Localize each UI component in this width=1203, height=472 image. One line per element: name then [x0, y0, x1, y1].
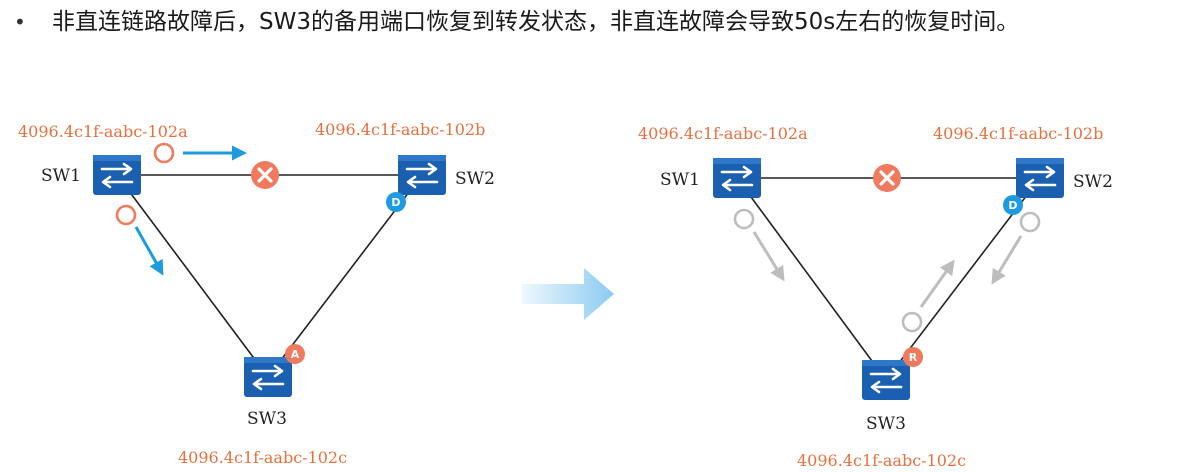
bpdu-arrow-icon	[752, 231, 785, 282]
sw1-address: 4096.4c1f-aabc-102a	[18, 122, 188, 141]
bpdu-circle-icon	[901, 311, 923, 333]
right-topology: D R 4096.4c1f-aabc-102a 4096.4c1f-aabc-1…	[638, 124, 1113, 470]
designated-port-icon	[1003, 195, 1023, 215]
port-label-sw3: R	[909, 351, 918, 364]
sw2-address: 4096.4c1f-aabc-102b	[933, 124, 1103, 143]
bpdu-circle-icon	[153, 142, 175, 164]
sw3-name: SW3	[866, 414, 906, 434]
designated-port-icon	[386, 192, 406, 212]
transition-arrow-icon	[522, 268, 614, 320]
bullet-text: 非直连链路故障后，SW3的备用端口恢复到转发状态，非直连故障会导致50s左右的恢…	[52, 9, 1020, 35]
bpdu-circle-icon	[115, 204, 137, 226]
link-sw1-sw3	[736, 177, 887, 381]
switch-icon-sw1[interactable]	[91, 153, 143, 197]
bpdu-arrow-icon	[134, 226, 164, 276]
sw3-address: 4096.4c1f-aabc-102c	[178, 448, 347, 467]
bullet-symbol: •	[14, 10, 26, 34]
sw3-address: 4096.4c1f-aabc-102c	[797, 451, 966, 470]
switch-icon-sw3[interactable]	[242, 355, 294, 399]
link-failure-icon	[871, 162, 903, 194]
sw2-address: 4096.4c1f-aabc-102b	[315, 120, 485, 139]
link-failure-icon	[249, 159, 281, 191]
sw1-name: SW1	[41, 166, 81, 186]
bpdu-arrow-icon	[991, 235, 1023, 285]
port-label-sw2: D	[391, 196, 400, 209]
port-label-sw2: D	[1008, 199, 1017, 212]
sw3-name: SW3	[247, 409, 287, 429]
bpdu-arrow-icon	[919, 259, 955, 308]
link-sw1-sw3	[116, 174, 269, 378]
left-topology: D A 4096.4c1f-aabc-102a 4096.4c1f-aabc-1…	[18, 120, 495, 467]
bpdu-circle-icon	[1019, 211, 1041, 233]
switch-icon-sw2[interactable]	[396, 153, 448, 197]
switch-icon-sw1[interactable]	[711, 156, 763, 200]
bpdu-circle-icon	[733, 208, 755, 230]
alternate-port-icon	[903, 347, 923, 367]
sw2-name: SW2	[1073, 172, 1113, 192]
alternate-port-icon	[285, 344, 305, 364]
port-label-sw3: A	[291, 348, 300, 361]
sw1-address: 4096.4c1f-aabc-102a	[638, 124, 808, 143]
sw2-name: SW2	[455, 169, 495, 189]
switch-icon-sw2[interactable]	[1014, 156, 1066, 200]
switch-icon-sw3[interactable]	[860, 358, 912, 402]
sw1-name: SW1	[660, 170, 700, 190]
